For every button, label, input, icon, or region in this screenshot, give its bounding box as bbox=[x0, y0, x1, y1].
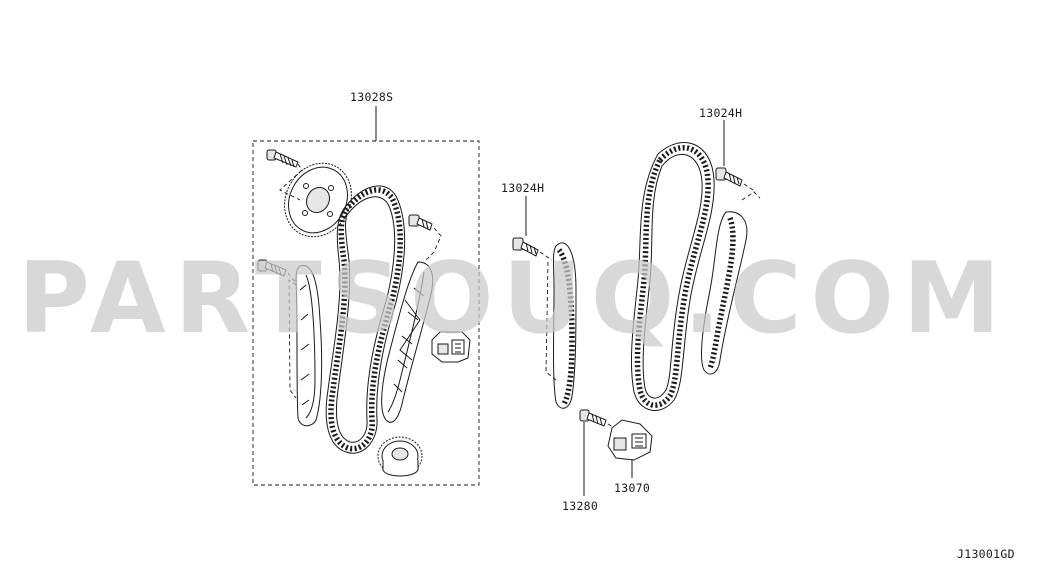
kit-tensioner[interactable] bbox=[431, 331, 471, 363]
camshaft-sprocket[interactable] bbox=[272, 151, 364, 248]
callout-guide-bolt-right[interactable]: 13024H bbox=[699, 106, 742, 120]
kit-group: 13028S bbox=[252, 90, 480, 486]
kit-dashed-box bbox=[252, 140, 480, 486]
left-guide-bolt[interactable] bbox=[257, 259, 297, 284]
primary-timing-chain[interactable] bbox=[325, 185, 406, 454]
callout-kit[interactable]: 13028S bbox=[350, 90, 393, 104]
sprocket-bolt[interactable] bbox=[266, 149, 303, 201]
middle-chain-guide[interactable] bbox=[545, 242, 577, 409]
crankshaft-sprocket[interactable] bbox=[377, 436, 423, 477]
secondary-timing-chain[interactable] bbox=[630, 142, 715, 411]
guide-bolt-left[interactable]: 13024H bbox=[501, 181, 553, 261]
tensioner-bolt[interactable]: 13280 bbox=[562, 409, 619, 513]
slack-guide[interactable] bbox=[288, 264, 323, 427]
diagram-code: J13001GD bbox=[957, 547, 1015, 561]
chain-tensioner[interactable]: 13070 bbox=[607, 419, 653, 495]
watermark: PARTSOUQ.COM bbox=[18, 242, 1009, 356]
guide-bolt-right[interactable]: 13024H bbox=[699, 106, 757, 193]
callout-guide-bolt-left[interactable]: 13024H bbox=[501, 181, 544, 195]
callout-tensioner[interactable]: 13070 bbox=[614, 481, 650, 495]
callout-tensioner-bolt[interactable]: 13280 bbox=[562, 499, 598, 513]
tension-guide-bolt[interactable] bbox=[408, 214, 442, 263]
tension-guide[interactable] bbox=[381, 261, 434, 423]
right-chain-guide[interactable] bbox=[701, 191, 761, 375]
